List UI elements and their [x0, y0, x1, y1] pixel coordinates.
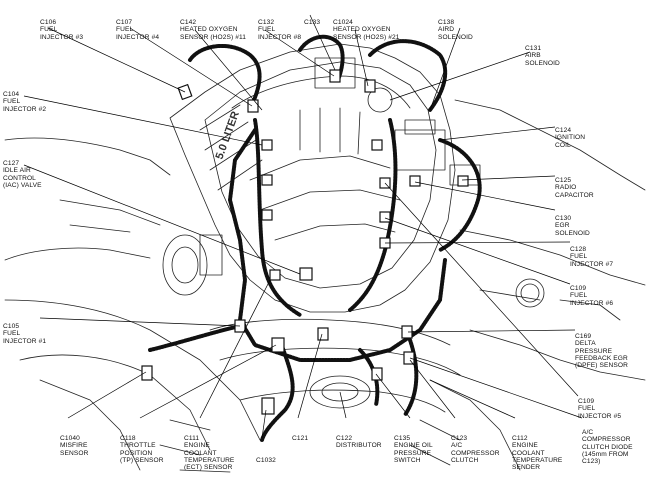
label-desc: DELTA PRESSURE FEEDBACK EGR (DPFE) SENSO… — [575, 340, 628, 370]
label-code: C104 — [3, 90, 20, 98]
label-code: C109 — [578, 397, 595, 405]
label-desc: RADIO CAPACITOR — [555, 184, 594, 199]
label-code: C112 — [512, 434, 528, 442]
label-code: C121 — [292, 434, 309, 442]
label-code: C130 — [555, 214, 572, 222]
label-desc: FUEL INJECTOR #8 — [258, 26, 302, 41]
label-code: C123 — [451, 434, 468, 442]
label-desc: AIRB SOLENOID — [525, 52, 560, 67]
label-code: C124 — [555, 126, 572, 134]
label-c133: C133 — [304, 4, 320, 34]
label-desc: ENGINE OIL PRESSURE SWITCH — [394, 442, 433, 465]
label-code: C125 — [555, 176, 572, 184]
label-ac-clutch-diode: A/C COMPRESSOR CLUTCH DIODE (145mm FROM … — [582, 414, 633, 466]
label-desc: FUEL INJECTOR #2 — [3, 98, 47, 113]
label-desc: FUEL INJECTOR #7 — [570, 253, 614, 268]
label-code: C1040 — [60, 434, 80, 442]
label-code: C105 — [3, 322, 20, 330]
label-code: C132 — [258, 18, 275, 26]
label-code: C127 — [3, 159, 20, 167]
label-code: C111 — [184, 434, 200, 442]
label-desc: ENGINE COOLANT TEMPERATURE (ECT) SENSOR — [184, 442, 235, 472]
label-desc: MISFIRE SENSOR — [60, 442, 89, 457]
label-code: C1024 — [333, 18, 353, 26]
label-code: C122 — [336, 434, 353, 442]
label-desc: EGR SOLENOID — [555, 222, 590, 237]
label-code: C118 — [120, 434, 136, 442]
label-code: C131 — [525, 44, 542, 52]
label-desc: AIRD SOLENOID — [438, 26, 473, 41]
label-desc: ENGINE COOLANT TEMPERATURE SENDER — [512, 442, 563, 472]
label-code: C106 — [40, 18, 57, 26]
label-desc: IDLE AIR CONTROL (IAC) VALVE — [3, 167, 42, 190]
label-c1032: C1032 — [256, 442, 276, 472]
label-desc: HEATED OXYGEN SENSOR (HO2S) #21 — [333, 26, 400, 41]
label-code: C142 — [180, 18, 197, 26]
label-desc: FUEL INJECTOR #4 — [116, 26, 160, 41]
label-desc: THROTTLE POSITION (TP) SENSOR — [120, 442, 164, 465]
label-code: C128 — [570, 245, 587, 253]
label-desc: FUEL INJECTOR #1 — [3, 330, 47, 345]
label-code: C1032 — [256, 456, 276, 464]
label-code: C133 — [304, 18, 321, 26]
label-code: C109 — [570, 284, 587, 292]
label-desc: FUEL INJECTOR #3 — [40, 26, 84, 41]
label-desc: FUEL INJECTOR #5 — [578, 405, 622, 420]
label-desc: FUEL INJECTOR #6 — [570, 292, 614, 307]
label-code: C107 — [116, 18, 133, 26]
label-desc: HEATED OXYGEN SENSOR (HO2S) #11 — [180, 26, 247, 41]
label-desc: DISTRIBUTOR — [336, 442, 382, 450]
label-code: C169 — [575, 332, 592, 340]
label-desc: IGNITION COIL — [555, 134, 586, 149]
label-desc: A/C COMPRESSOR CLUTCH — [451, 442, 500, 465]
label-c121: C121 — [292, 420, 308, 450]
label-code: C135 — [394, 434, 411, 442]
label-desc: A/C COMPRESSOR CLUTCH DIODE (145mm FROM … — [582, 428, 633, 466]
label-code: C138 — [438, 18, 455, 26]
